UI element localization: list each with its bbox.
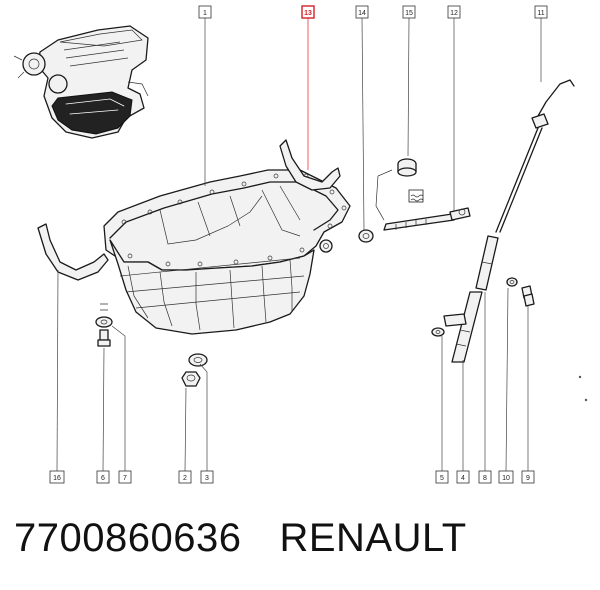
dipstick <box>495 79 575 233</box>
dipstick-guide-tube <box>383 207 471 231</box>
svg-text:12: 12 <box>450 10 458 17</box>
callout-10: 10 <box>498 470 514 484</box>
dot-mark <box>584 398 588 402</box>
drain-plug <box>181 353 208 387</box>
callout-3: 3 <box>200 470 214 484</box>
svg-text:16: 16 <box>53 475 61 482</box>
dot-mark <box>578 375 582 379</box>
part-number: 7700860636 <box>14 516 242 560</box>
callout-11: 11 <box>534 5 548 19</box>
callout-4: 4 <box>456 470 470 484</box>
oil-level-symbol <box>408 189 424 203</box>
callout-12: 12 <box>447 5 461 19</box>
rear-seal-strip <box>279 139 341 191</box>
svg-text:10: 10 <box>502 475 510 482</box>
exploded-parts-diagram: 1 13 14 15 12 11 16 6 7 2 3 5 <box>13 5 588 484</box>
part-caption: 7700860636 RENAULT <box>14 516 467 561</box>
svg-text:7: 7 <box>123 475 127 482</box>
callout-14: 14 <box>355 5 369 19</box>
oil-pan <box>103 169 351 335</box>
sealing-washer <box>358 229 374 243</box>
callout-1: 1 <box>198 5 212 19</box>
brand-name: RENAULT <box>279 516 467 560</box>
svg-text:9: 9 <box>526 475 530 482</box>
svg-text:1: 1 <box>203 10 207 17</box>
engine-thumbnail <box>13 25 149 139</box>
callout-8: 8 <box>478 470 492 484</box>
callout-7: 7 <box>118 470 132 484</box>
callout-16: 16 <box>49 470 65 484</box>
svg-text:6: 6 <box>101 475 105 482</box>
svg-text:11: 11 <box>537 10 544 17</box>
front-seal-strip <box>37 223 109 281</box>
svg-text:13: 13 <box>304 10 312 17</box>
svg-text:14: 14 <box>358 10 366 17</box>
callout-13: 13 <box>301 5 315 19</box>
bracket-bolt <box>506 277 535 307</box>
callout-15: 15 <box>402 5 416 19</box>
svg-text:15: 15 <box>405 10 413 17</box>
callout-6: 6 <box>96 470 110 484</box>
leader-lines <box>56 17 542 472</box>
callout-2: 2 <box>178 470 192 484</box>
svg-text:2: 2 <box>183 475 187 482</box>
svg-text:4: 4 <box>461 475 465 482</box>
callout-5: 5 <box>435 470 449 484</box>
svg-text:5: 5 <box>440 475 444 482</box>
svg-text:8: 8 <box>483 475 487 482</box>
svg-text:3: 3 <box>205 475 209 482</box>
dipstick-tube-assembly <box>431 235 499 363</box>
pan-bolt <box>95 303 113 347</box>
callout-9: 9 <box>521 470 535 484</box>
dipstick-tube-cap <box>375 158 417 221</box>
